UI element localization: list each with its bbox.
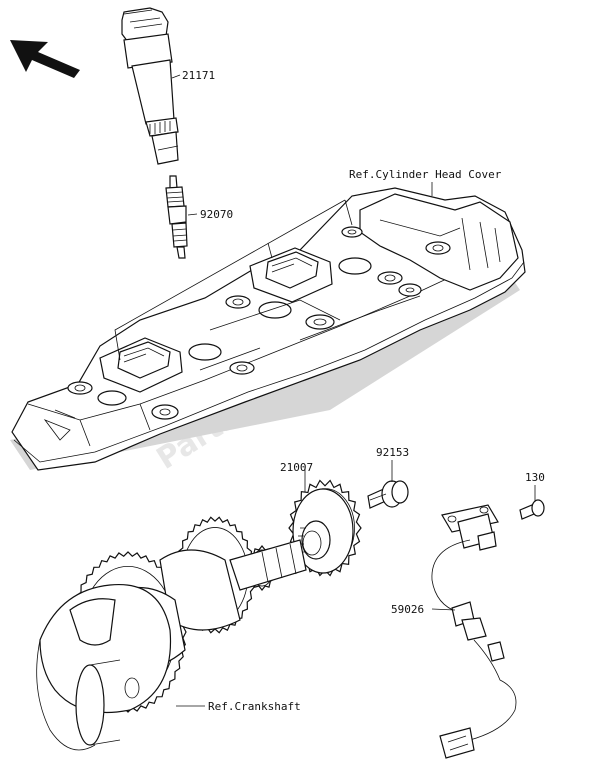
cylinder-head-cover (10, 187, 526, 471)
callout-130: 130 (525, 471, 545, 484)
spark-plug[interactable] (165, 175, 188, 259)
arrow-up-left-icon (10, 40, 80, 78)
sensor-bolt[interactable] (519, 499, 545, 520)
ignition-coil[interactable] (121, 7, 179, 165)
spark-plug-bracket-lines (114, 199, 353, 361)
crankshaft-sensor[interactable] (431, 504, 517, 759)
callout-21171: 21171 (182, 69, 215, 82)
callout-59026: 59026 (391, 603, 424, 616)
callout-92070: 92070 (200, 208, 233, 221)
crankshaft (36, 516, 307, 751)
timing-rotor[interactable] (288, 479, 362, 577)
callout-ref-cylinder-head-cover: Ref.Cylinder Head Cover (349, 168, 502, 181)
rotor-bolt[interactable] (367, 480, 409, 509)
leader-lines (171, 74, 536, 707)
callout-92153: 92153 (376, 446, 409, 459)
callout-21007: 21007 (280, 461, 313, 474)
callout-ref-crankshaft: Ref.Crankshaft (208, 700, 301, 713)
